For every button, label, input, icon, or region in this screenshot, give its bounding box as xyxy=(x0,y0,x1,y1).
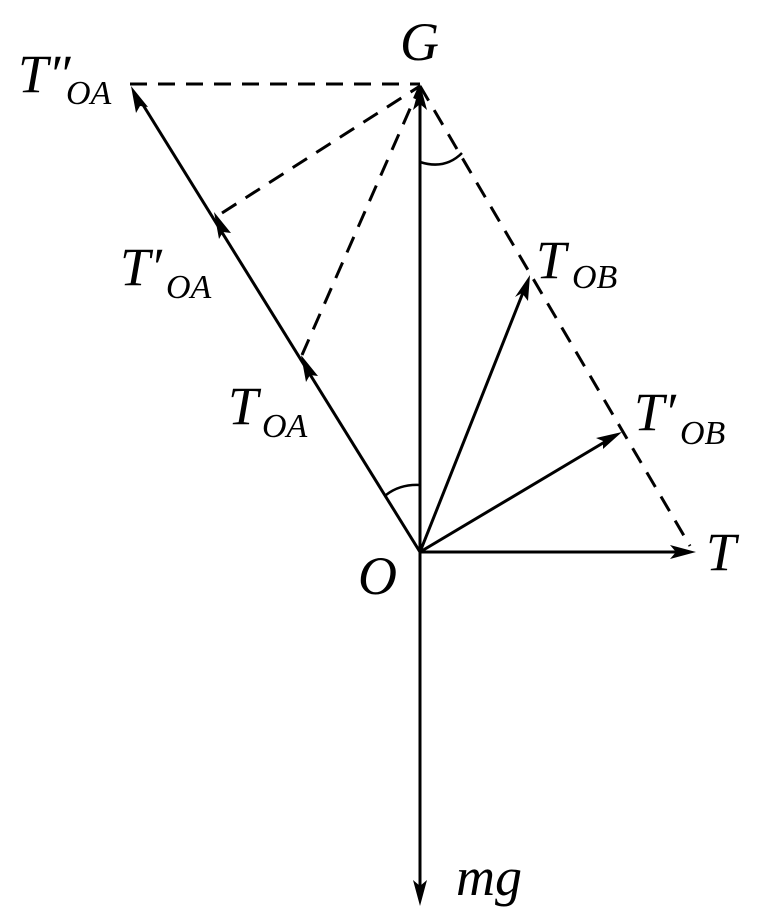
dashed-line-toa1-to-g xyxy=(221,84,421,215)
vector-g-arrowhead xyxy=(413,84,427,110)
dashed-line-g-to-t xyxy=(418,85,692,547)
vector-t-oa-arrowhead xyxy=(301,355,318,382)
vector-t-oa-double-prime xyxy=(138,99,422,553)
label-t-ob: T xyxy=(536,230,570,290)
label-t-ob-prime-subscript: OB xyxy=(680,415,726,452)
label-o: O xyxy=(358,546,397,606)
label-g: G xyxy=(400,12,439,72)
vector-mg-arrowhead xyxy=(413,880,427,906)
vector-t-ob-arrowhead xyxy=(515,275,530,301)
label-t-oa-prime-subscript: OA xyxy=(166,269,212,306)
angle-arc-at-o xyxy=(385,483,421,496)
label-t: T xyxy=(706,522,740,582)
angle-arc-at-g xyxy=(419,152,463,166)
label-t-ob-prime: T′ xyxy=(634,382,677,442)
vector-t-ob-prime-arrowhead xyxy=(596,432,622,449)
label-mg: mg xyxy=(456,847,522,907)
label-t-oa-prime: T′ xyxy=(120,237,163,297)
vector-t-arrowhead xyxy=(670,545,696,559)
label-t-oa-subscript: OA xyxy=(262,408,308,445)
label-t-oa: T xyxy=(228,376,262,436)
label-t-oa-double-prime-subscript: OA xyxy=(66,75,112,112)
vector-t-oa-double-prime-arrowhead xyxy=(131,86,148,113)
label-t-oa-double-prime: T″ xyxy=(18,44,71,104)
vector-t-oa-prime-arrowhead xyxy=(214,212,231,239)
vector-t-ob xyxy=(418,289,526,553)
label-t-ob-subscript: OB xyxy=(572,259,618,296)
dashed-line-toa-to-g xyxy=(300,85,422,356)
vector-t-ob-prime xyxy=(419,438,609,554)
